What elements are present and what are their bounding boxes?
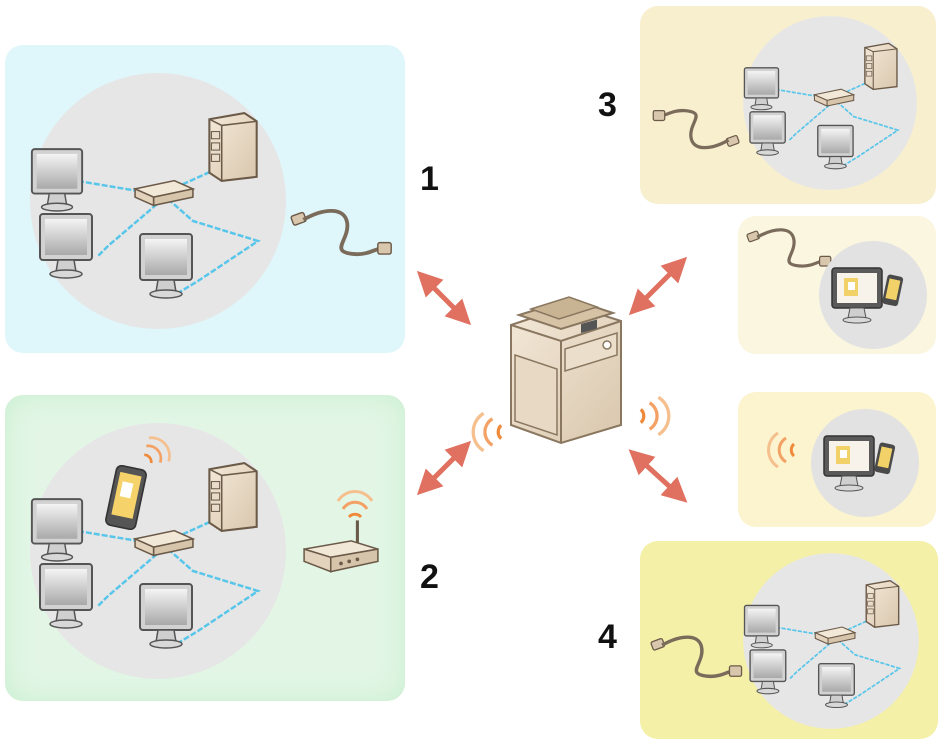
pc-phone-icon (818, 240, 928, 350)
cable-icon (651, 108, 740, 150)
wireless-wave-icon (767, 431, 796, 469)
wireless-lan-scene (30, 423, 286, 679)
double-arrow-icon (628, 449, 688, 503)
label-1: 1 (420, 160, 439, 198)
router-icon (302, 518, 380, 574)
label-2: 2 (420, 558, 439, 596)
wired-lan-scene (30, 73, 286, 329)
cable-icon (291, 211, 392, 254)
double-arrow-icon (416, 270, 472, 326)
label-3: 3 (598, 86, 617, 124)
double-arrow-icon (416, 440, 472, 496)
wireless-wave-icon (639, 395, 671, 437)
pc-phone-icon (810, 408, 920, 518)
wireless-wave-icon (336, 490, 374, 519)
usb-lan-scene (743, 16, 917, 190)
cable-icon (746, 228, 833, 268)
label-4: 4 (598, 618, 617, 656)
double-arrow-icon (628, 256, 688, 316)
cable-icon (650, 635, 744, 679)
printer-icon (509, 295, 623, 445)
second-lan-scene (743, 553, 919, 729)
wireless-wave-icon (471, 411, 503, 453)
